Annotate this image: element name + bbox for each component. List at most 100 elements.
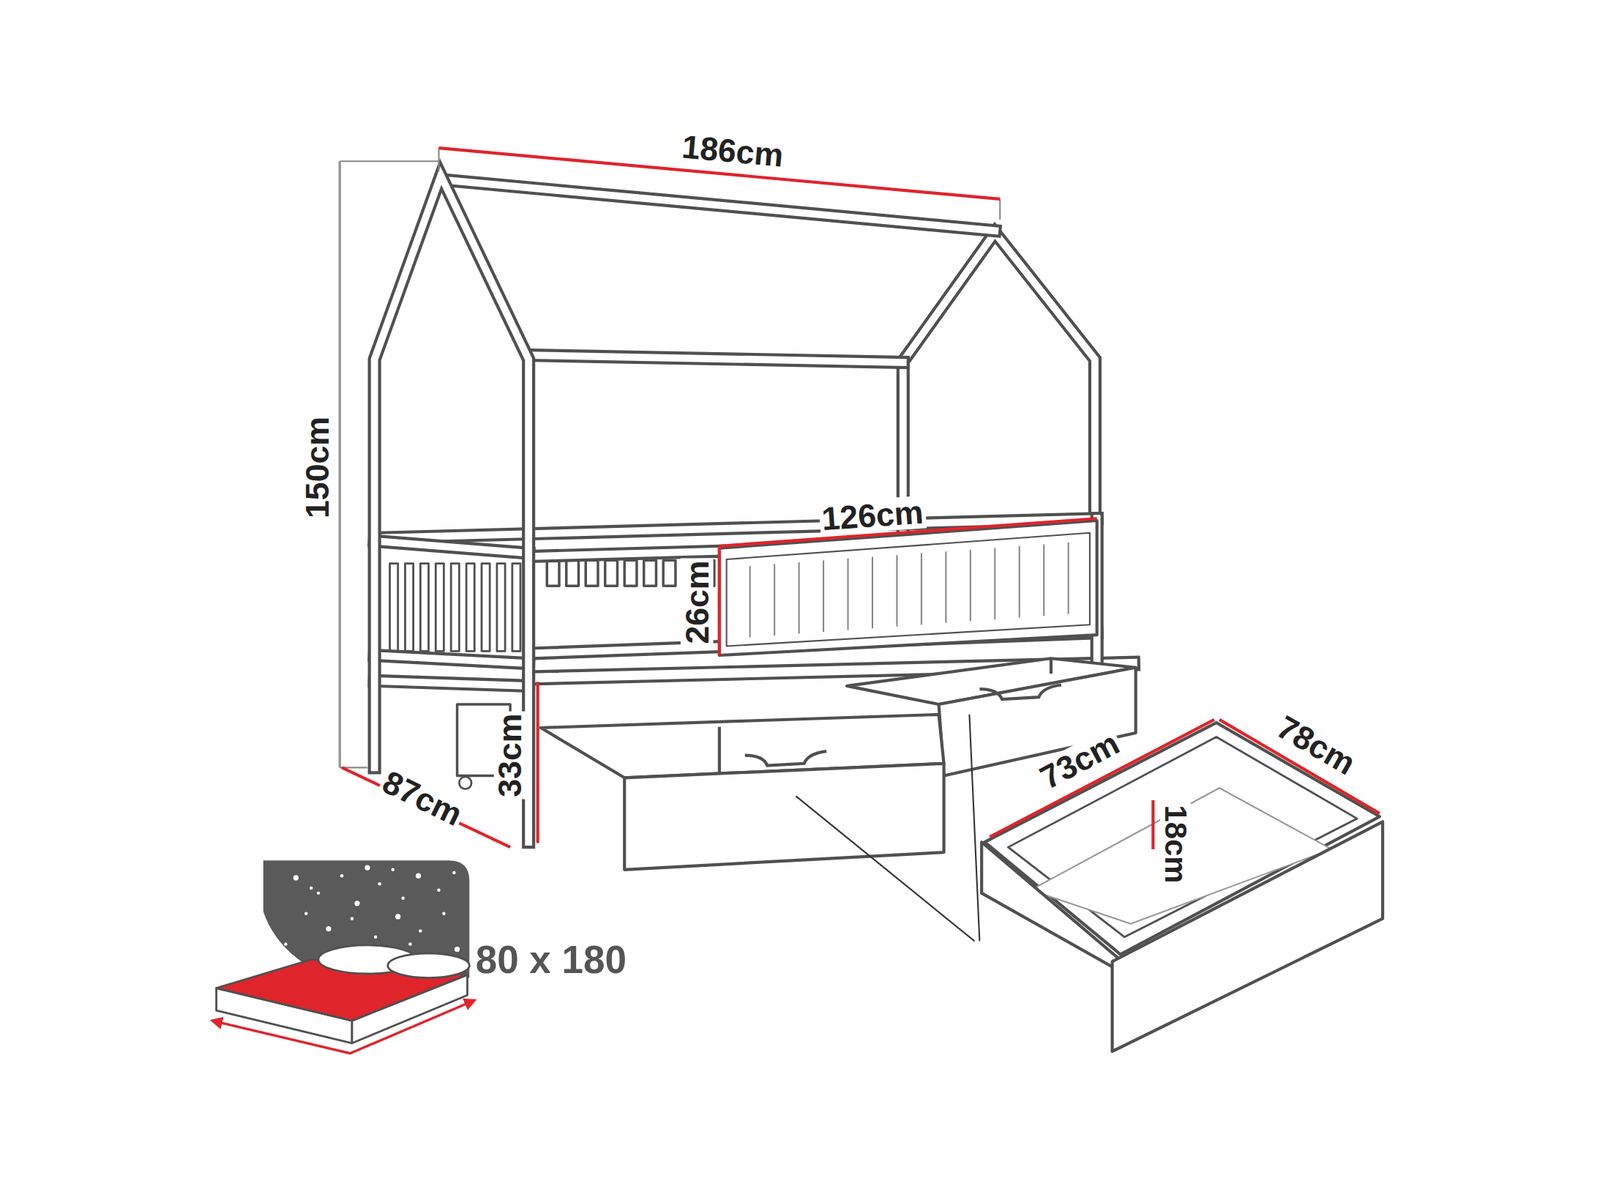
guard-rail-groove [969,549,972,622]
frame-beam [440,179,995,231]
head-slat [390,563,399,652]
dimension-label: 78cm [1269,708,1363,781]
head-slat [420,563,429,652]
frame-beam [535,551,720,557]
head-slat [404,563,413,652]
star [350,916,354,920]
star [377,881,381,885]
dimension-label: 80 x 180 [473,939,629,979]
guard-rail-inner [726,532,1090,647]
head-slat [450,563,459,652]
star [325,925,331,932]
extension-line [437,147,440,172]
star [391,868,395,871]
frame-beam [530,354,904,363]
star [354,900,360,906]
guard-rail-groove [798,562,800,634]
star [283,941,287,945]
drawer-handle [979,684,1062,699]
head-slat [496,563,506,652]
guard-rail-groove [895,554,898,627]
guard-rail-groove [1018,546,1021,618]
frame-beam [374,175,530,842]
drawer-divider [718,726,721,774]
frame-beam-face [374,680,530,686]
guard-rail-groove [1067,542,1070,615]
leader-line [969,714,980,941]
dimension-line [718,546,721,656]
guard-rail-groove [846,558,849,631]
guard-rail-groove [944,551,947,623]
dimension-label: 87cm [376,764,470,833]
star [452,870,456,874]
star [293,874,299,880]
far-slat [546,559,560,586]
drawer-front [1112,821,1383,1052]
dimension-label: 126cm [818,495,926,536]
far-slat [644,559,657,586]
star [309,886,313,890]
frame-beam-face [374,175,530,842]
star [395,913,401,919]
frame-beam-face [374,540,530,554]
star [316,891,320,895]
guard-rail-groove [871,556,874,629]
frame-beam [903,232,1095,541]
star [408,941,412,945]
frame-beam [374,680,530,686]
guard-rail-groove [1043,543,1045,616]
guard-rail-groove [773,563,776,636]
frame-beam-face [374,655,530,664]
leader-line [795,795,975,941]
dimension-line [536,681,540,843]
star [374,935,377,939]
dimension-label: 150cm [300,414,334,520]
head-slat [435,563,444,652]
star [401,896,405,900]
far-slat [566,559,579,586]
dimension-label: 33cm [494,711,527,800]
far-slat [605,559,618,586]
pillow [387,952,470,978]
drawer-divider [1049,658,1053,674]
caster-wheel [458,776,472,790]
head-slat [512,563,521,652]
frame-beam-face [903,232,1095,541]
dimension-line [338,161,342,768]
extension-line [999,199,1001,220]
far-slat [624,559,637,586]
head-slat [466,563,475,652]
dimension-label: 73cm [1033,725,1127,796]
star [442,911,446,915]
dimension-line [1151,800,1155,850]
guard-rail-groove [822,559,825,632]
guard-rail-groove [749,565,751,638]
guard-rail-groove [920,553,923,626]
guard-rail-groove [993,547,996,620]
star [340,873,344,877]
star [454,946,460,952]
dimension-label: 26cm [680,558,714,647]
drawer-handle [745,750,828,766]
frame-beam-face [440,179,995,231]
frame-beam [374,655,530,664]
drawer-front [624,763,944,870]
star [436,887,440,891]
drawer-side [981,841,1117,970]
far-slat [663,559,676,586]
far-slat [585,559,598,586]
dimension-label: 18cm [1160,802,1191,886]
frame-beam-face [530,354,904,363]
star [364,864,370,870]
head-slat [481,563,490,652]
dimension-label: 186cm [678,130,787,173]
extension-line [339,160,439,162]
size-arrow [212,999,475,1053]
star [304,911,308,915]
frame-beam [374,540,530,554]
star [415,873,421,879]
frame-beam-face [535,551,720,557]
